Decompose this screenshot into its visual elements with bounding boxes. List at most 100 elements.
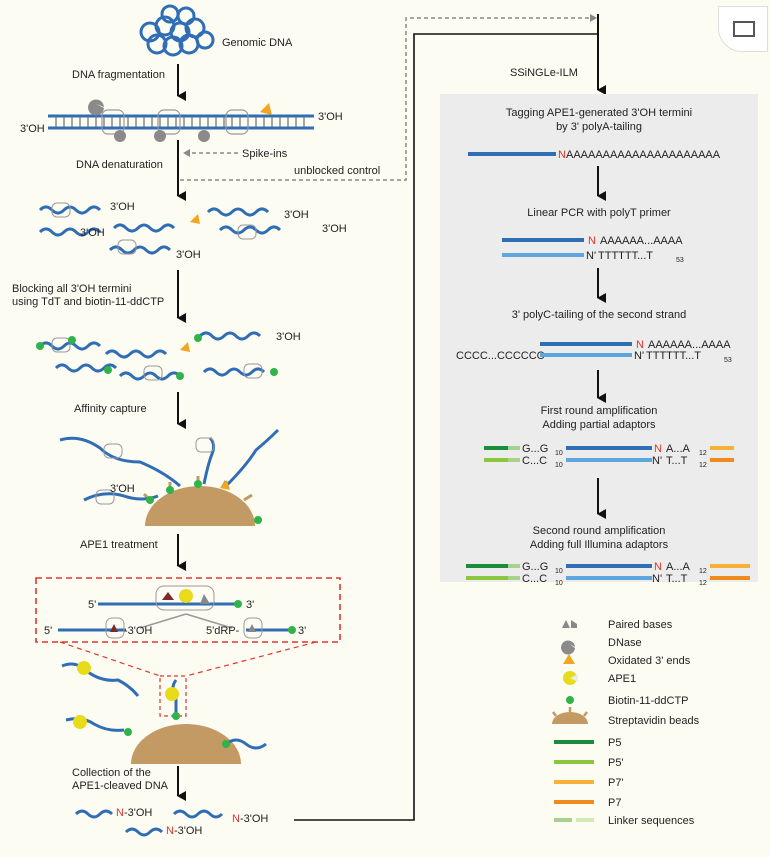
zoom-box	[35, 577, 341, 643]
sub-10: 10	[555, 568, 563, 575]
sub-12: 12	[699, 450, 707, 457]
oh3-label: 3'OH	[20, 123, 45, 135]
legend	[552, 620, 594, 822]
blocked-strands	[36, 331, 278, 381]
biotin-icon	[566, 696, 574, 704]
n-base: N	[636, 339, 644, 351]
legend-label: P7'	[608, 777, 624, 789]
zoom-3prime: 3'	[298, 625, 306, 637]
oh3-label: 3'OH	[176, 249, 201, 261]
legend-label: Oxidated 3' ends	[608, 655, 691, 667]
ape1-treatment-label: APE1 treatment	[80, 539, 158, 551]
n-prime: N'	[586, 250, 596, 262]
dnase-icon	[88, 99, 104, 116]
oh3-label: 3'OH	[284, 209, 309, 221]
t-run: T...T	[666, 573, 688, 585]
collection-line2: APE1-cleaved DNA	[72, 780, 169, 792]
g-run: G...G	[522, 561, 548, 573]
ape1-icon	[563, 671, 578, 685]
denaturation-label: DNA denaturation	[76, 159, 163, 171]
oxidated-end-icon	[563, 654, 575, 664]
t-run: T...T	[666, 455, 688, 467]
expand-icon	[733, 21, 755, 37]
streptavidin-bead-icon	[552, 707, 588, 724]
step5-line2: Adding full Illumina adaptors	[530, 539, 669, 551]
c-run: C...C	[522, 573, 547, 585]
polyC: CCCC...CCCCCC	[456, 350, 545, 362]
legend-label: P5'	[608, 757, 624, 769]
double-strand-dna	[48, 109, 314, 135]
spike-ins-label: Spike-ins	[242, 148, 288, 160]
n-3oh-label: -3'OH	[240, 813, 268, 825]
dnase-icon	[154, 130, 166, 142]
fragmentation-label: DNA fragmentation	[72, 69, 165, 81]
step4-line1: First round amplification	[541, 405, 658, 417]
streptavidin-bead-2	[61, 661, 267, 764]
c-run: C...C	[522, 455, 547, 467]
g-run: G...G	[522, 443, 548, 455]
legend-label: P5	[608, 737, 621, 749]
polyA-short: AAAAAA...AAAA	[600, 235, 683, 247]
polyA-long: AAAAAAAAAAAAAAAAAAAAA	[566, 149, 721, 161]
zoom-5prime: 5'	[44, 625, 52, 637]
n-base: N	[232, 813, 240, 825]
zoom-5drp: 5'dRP-	[206, 625, 240, 637]
n-base: N	[166, 825, 174, 837]
a-run: A...A	[666, 561, 691, 573]
oh3-label: 3'OH	[110, 201, 135, 213]
legend-label: Paired bases	[608, 619, 673, 631]
n-base: N	[116, 807, 124, 819]
step4-line2: Adding partial adaptors	[542, 419, 656, 431]
unblocked-control-label: unblocked control	[294, 165, 380, 177]
step1-line2: by 3' polyA-tailing	[556, 121, 642, 133]
dnase-icon	[561, 640, 575, 655]
dnase-icon	[198, 130, 210, 142]
polyT: TTTTTT...T	[598, 250, 653, 262]
dnase-icon	[114, 130, 126, 142]
n-3oh-label: -3'OH	[174, 825, 202, 837]
n-base: N	[588, 235, 596, 247]
legend-label: Streptavidin beads	[608, 715, 700, 727]
sub-10: 10	[555, 450, 563, 457]
expand-button[interactable]	[718, 6, 768, 52]
oh3-label: 3'OH	[322, 223, 347, 235]
oh3-label: 3'OH	[80, 227, 105, 239]
main-connector	[294, 33, 598, 821]
method-label: SSiNGLe-ILM	[510, 67, 578, 79]
genomic-dna-icon	[139, 4, 215, 57]
legend-label: Biotin-11-ddCTP	[608, 695, 689, 707]
step1-line1: Tagging APE1-generated 3'OH termini	[506, 107, 692, 119]
blocking-line1: Blocking all 3'OH termini	[12, 283, 131, 295]
legend-label: APE1	[608, 673, 636, 685]
sub-53: 53	[724, 357, 732, 364]
zoom-5prime: 5'	[88, 599, 96, 611]
n-prime: N'	[634, 350, 644, 362]
sub-12: 12	[699, 580, 707, 587]
released-strands	[74, 809, 224, 837]
zoom-content	[58, 585, 296, 639]
sub-10: 10	[555, 462, 563, 469]
single-strands	[38, 202, 282, 255]
oh3-label: 3'OH	[318, 111, 343, 123]
sub-12: 12	[699, 568, 707, 575]
legend-label: Linker sequences	[608, 815, 695, 827]
step5-line1: Second round amplification	[533, 525, 666, 537]
legend-label: DNase	[608, 637, 642, 649]
n-base: N	[558, 149, 566, 161]
zoom-3prime: 3'	[246, 599, 254, 611]
step3-label: 3' polyC-tailing of the second strand	[512, 309, 687, 321]
blocking-line2: using TdT and biotin-11-ddCTP	[12, 296, 164, 308]
n-prime: N'	[652, 573, 662, 585]
streptavidin-bead-1	[59, 428, 280, 526]
n-prime: N'	[652, 455, 662, 467]
legend-label: P7	[608, 797, 621, 809]
paired-bases-icon	[562, 620, 577, 628]
sub-53: 53	[676, 257, 684, 264]
affinity-label: Affinity capture	[74, 403, 147, 415]
step2-label: Linear PCR with polyT primer	[527, 207, 671, 219]
collection-line1: Collection of the	[72, 767, 151, 779]
n-base: N	[654, 443, 662, 455]
polyT: TTTTTT...T	[646, 350, 701, 362]
n-3oh-label: -3'OH	[124, 807, 152, 819]
genomic-dna-label: Genomic DNA	[222, 37, 293, 49]
